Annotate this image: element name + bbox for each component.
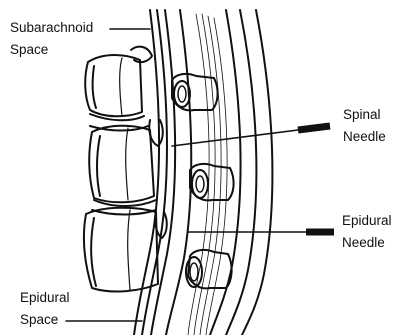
spinal-needle-label: Spinal Needle	[343, 104, 386, 148]
vertebra-upper	[85, 47, 152, 117]
epidural-space-label-line2: Space	[20, 309, 70, 331]
subarachnoid-label-line1: Subarachnoid	[10, 17, 93, 39]
spinal-needle-label-line1: Spinal	[343, 104, 386, 126]
vertebra-middle	[89, 126, 154, 203]
spinal-needle-label-line2: Needle	[343, 126, 386, 148]
spinal-needle	[172, 126, 330, 146]
epidural-space-label: Epidural Space	[20, 287, 70, 331]
subarachnoid-label-line2: Space	[10, 39, 93, 61]
spinous-process-1	[172, 74, 218, 110]
epidural-needle-label: Epidural Needle	[342, 210, 392, 254]
epidural-space-label-line1: Epidural	[20, 287, 70, 309]
subarachnoid-space-label: Subarachnoid Space	[10, 17, 93, 61]
vertebra-lower	[84, 208, 158, 292]
epidural-needle-label-line2: Needle	[342, 232, 392, 254]
epidural-needle-label-line1: Epidural	[342, 210, 392, 232]
spinous-process-3	[186, 250, 232, 288]
